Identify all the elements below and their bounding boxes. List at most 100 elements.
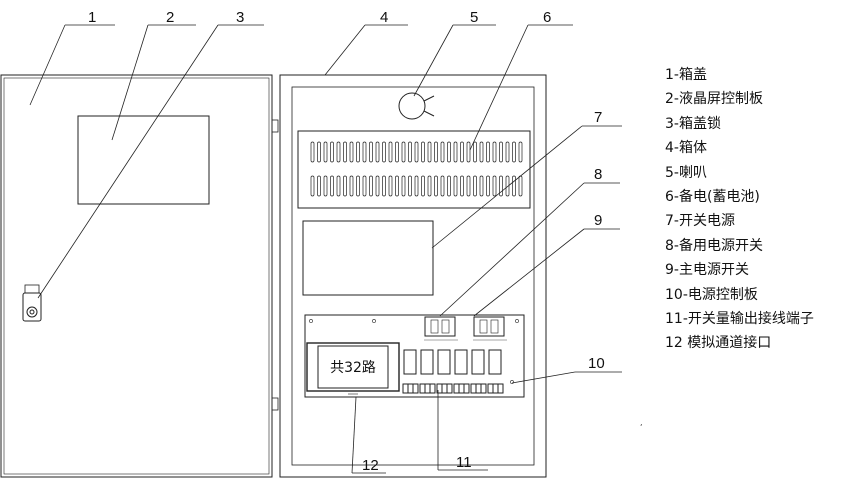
stray-mark: , bbox=[640, 418, 643, 427]
callout-6: 6 bbox=[543, 9, 551, 26]
callout-9: 9 bbox=[594, 212, 602, 229]
cabinet-lid bbox=[0, 74, 273, 478]
vent-slot bbox=[382, 141, 386, 163]
callout-7: 7 bbox=[594, 109, 602, 126]
legend-item: 7-开关电源 bbox=[665, 213, 735, 230]
terminal-block bbox=[453, 383, 470, 394]
output-terminal-blocks bbox=[402, 383, 504, 394]
callout-1: 1 bbox=[88, 9, 96, 26]
legend-item: 2-液晶屏控制板 bbox=[665, 91, 763, 108]
vent-slot bbox=[388, 175, 393, 197]
vent-slot bbox=[369, 175, 373, 197]
vent-slot bbox=[492, 175, 497, 197]
vent-slot bbox=[518, 175, 523, 197]
callout-3: 3 bbox=[236, 9, 244, 26]
legend-item: 1-箱盖 bbox=[665, 67, 707, 83]
vent-slot bbox=[466, 175, 471, 197]
analog-channel-interface bbox=[306, 342, 400, 392]
lower-hinge bbox=[271, 397, 279, 411]
vent-slot bbox=[395, 175, 399, 197]
main-power-switch bbox=[473, 316, 507, 341]
vent-slot bbox=[486, 141, 490, 163]
power-control-board bbox=[304, 314, 525, 398]
callout-5: 5 bbox=[470, 9, 478, 26]
cabinet-body bbox=[279, 74, 547, 478]
legend-item: 10-电源控制板 bbox=[665, 286, 758, 303]
callout-11: 11 bbox=[456, 454, 472, 471]
lcd-panel bbox=[77, 115, 210, 205]
upper-hinge bbox=[271, 119, 279, 133]
vent-slot bbox=[421, 141, 425, 163]
vent-slot bbox=[310, 141, 315, 163]
terminal-block bbox=[470, 383, 487, 394]
vent-slot bbox=[473, 141, 477, 163]
vent-slot bbox=[460, 141, 464, 163]
vent-slot bbox=[447, 175, 451, 197]
vent-slot bbox=[401, 175, 406, 197]
vent-slot bbox=[460, 175, 464, 197]
vent-slot bbox=[518, 141, 523, 163]
vent-slot bbox=[499, 141, 503, 163]
vent-slot bbox=[447, 141, 451, 163]
battery-vent-slots bbox=[310, 141, 523, 197]
legend-item: 3-箱盖锁 bbox=[665, 115, 721, 132]
callout-numbers: 1 2 3 4 5 6 7 8 9 10 11 12 bbox=[88, 9, 605, 474]
vent-slot bbox=[343, 175, 347, 197]
vent-slot bbox=[479, 141, 484, 163]
vent-slot bbox=[343, 141, 347, 163]
vent-slot bbox=[414, 141, 419, 163]
vent-slot bbox=[473, 175, 477, 197]
terminal-block bbox=[402, 383, 419, 394]
terminal-block bbox=[419, 383, 436, 394]
relay bbox=[420, 349, 434, 375]
vent-slot bbox=[434, 141, 438, 163]
vent-slot bbox=[375, 141, 380, 163]
vent-slot bbox=[427, 175, 432, 197]
vent-slot bbox=[453, 175, 458, 197]
vent-slot bbox=[499, 175, 503, 197]
vent-slot bbox=[408, 175, 412, 197]
vent-slot bbox=[317, 141, 321, 163]
vent-slot bbox=[427, 141, 432, 163]
vent-slot bbox=[356, 175, 360, 197]
callout-8: 8 bbox=[594, 166, 602, 183]
callout-12: 12 bbox=[362, 457, 379, 474]
callout-10: 10 bbox=[588, 355, 605, 372]
vent-slot bbox=[336, 175, 341, 197]
vent-slot bbox=[434, 175, 438, 197]
vent-slot bbox=[330, 141, 334, 163]
parts-legend: 1-箱盖 2-液晶屏控制板 3-箱盖锁 4-箱体 5-喇叭 6-备电(蓄电池) … bbox=[665, 63, 814, 356]
vent-slot bbox=[362, 141, 367, 163]
relay bbox=[488, 349, 502, 375]
vent-slot bbox=[401, 141, 406, 163]
vent-slot bbox=[492, 141, 497, 163]
vent-slot bbox=[453, 141, 458, 163]
callout-4: 4 bbox=[380, 9, 388, 26]
vent-slot bbox=[388, 141, 393, 163]
module-label: 共32路 bbox=[330, 360, 376, 376]
legend-item: 8-备用电源开关 bbox=[665, 237, 763, 254]
speaker bbox=[398, 92, 435, 120]
vent-slot bbox=[336, 141, 341, 163]
vent-slot bbox=[317, 175, 321, 197]
vent-slot bbox=[440, 175, 445, 197]
relay bbox=[471, 349, 485, 375]
legend-item: 11-开关量输出接线端子 bbox=[665, 310, 814, 327]
vent-slot bbox=[310, 175, 315, 197]
vent-slot bbox=[512, 175, 516, 197]
vent-slot bbox=[479, 175, 484, 197]
vent-slot bbox=[395, 141, 399, 163]
leader-lines bbox=[29, 24, 622, 474]
backup-battery bbox=[297, 130, 531, 209]
vent-slot bbox=[382, 175, 386, 197]
legend-item: 5-喇叭 bbox=[665, 164, 707, 181]
vent-slot bbox=[466, 141, 471, 163]
legend-item: 12 模拟通道接口 bbox=[665, 335, 772, 352]
vent-slot bbox=[323, 175, 328, 197]
lid-lock bbox=[22, 284, 42, 322]
relay bbox=[437, 349, 451, 375]
relay bbox=[403, 349, 417, 375]
vent-slot bbox=[362, 175, 367, 197]
vent-slot bbox=[349, 141, 354, 163]
